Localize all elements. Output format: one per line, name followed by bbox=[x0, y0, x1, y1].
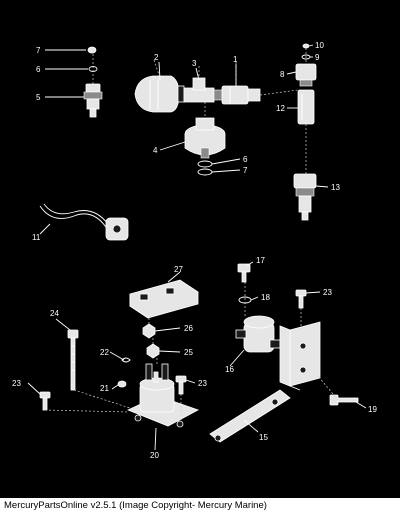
callout-9: 9 bbox=[315, 53, 320, 62]
callout-12: 12 bbox=[276, 104, 285, 113]
callout-25: 25 bbox=[184, 348, 193, 357]
part-12-filter bbox=[297, 89, 315, 125]
part-10-nut bbox=[302, 43, 310, 49]
callout-26: 26 bbox=[184, 324, 193, 333]
callout-labels: 7 6 5 2 3 1 4 6 7 10 9 8 12 13 11 27 17 … bbox=[12, 41, 377, 460]
copyright-caption: MercuryPartsOnline v2.5.1 (Image Copyrig… bbox=[0, 499, 400, 512]
callout-23-left: 23 bbox=[12, 379, 21, 388]
callout-20: 20 bbox=[150, 451, 159, 460]
part-5-fitting bbox=[83, 83, 103, 118]
callout-7-top: 7 bbox=[36, 46, 41, 55]
part-21-screw bbox=[117, 380, 127, 388]
part-6-washer-lower bbox=[197, 160, 213, 168]
part-7-washer-lower bbox=[197, 168, 213, 176]
part-23-bolt-center bbox=[175, 375, 187, 395]
callout-5: 5 bbox=[36, 93, 41, 102]
callout-17: 17 bbox=[256, 256, 265, 265]
callout-23-right: 23 bbox=[323, 288, 332, 297]
part-16-solenoid bbox=[235, 315, 281, 353]
part-13-fitting bbox=[293, 173, 317, 221]
part-24-bolt bbox=[67, 329, 79, 391]
callout-6-top: 6 bbox=[36, 65, 41, 74]
callout-10: 10 bbox=[315, 41, 324, 50]
callout-4: 4 bbox=[153, 146, 158, 155]
part-22-clip bbox=[121, 357, 131, 363]
callout-24: 24 bbox=[50, 309, 59, 318]
part-3-tee-fitting bbox=[183, 77, 225, 103]
part-17-bolt bbox=[237, 263, 251, 283]
part-11-sensor bbox=[39, 203, 129, 241]
parts-diagram: 7 6 5 2 3 1 4 6 7 10 9 8 12 13 11 27 17 … bbox=[0, 0, 400, 498]
callout-13: 13 bbox=[331, 183, 340, 192]
callout-1: 1 bbox=[233, 55, 238, 64]
part-25-nut bbox=[146, 343, 160, 359]
callout-27: 27 bbox=[174, 265, 183, 274]
leader-lines bbox=[44, 48, 339, 420]
part-4-filter-housing bbox=[184, 117, 226, 159]
callout-8: 8 bbox=[280, 70, 285, 79]
part-26-nut bbox=[142, 323, 156, 339]
callout-lines bbox=[27, 44, 367, 451]
part-2-valve-body bbox=[134, 75, 185, 113]
callout-2: 2 bbox=[154, 53, 159, 62]
part-23-bolt-right bbox=[295, 289, 307, 309]
callout-22: 22 bbox=[100, 348, 109, 357]
callout-21: 21 bbox=[100, 384, 109, 393]
callout-7-lower: 7 bbox=[243, 166, 248, 175]
callout-11: 11 bbox=[32, 233, 41, 242]
callout-6-lower: 6 bbox=[243, 155, 248, 164]
part-27-bracket bbox=[129, 279, 199, 319]
part-7-nut bbox=[87, 46, 97, 54]
callout-15: 15 bbox=[259, 433, 268, 442]
part-1-fitting bbox=[221, 85, 261, 105]
callout-3: 3 bbox=[192, 59, 197, 68]
callout-23-center: 23 bbox=[198, 379, 207, 388]
callout-19: 19 bbox=[368, 405, 377, 414]
mounting-bracket bbox=[279, 321, 321, 391]
callout-16: 16 bbox=[225, 365, 234, 374]
part-8-fitting bbox=[295, 63, 317, 87]
part-23-bolt-left bbox=[39, 391, 51, 411]
callout-18: 18 bbox=[261, 293, 270, 302]
part-15-strap bbox=[209, 389, 291, 443]
part-19-bolt bbox=[329, 394, 359, 406]
part-20-solenoid bbox=[126, 363, 199, 428]
